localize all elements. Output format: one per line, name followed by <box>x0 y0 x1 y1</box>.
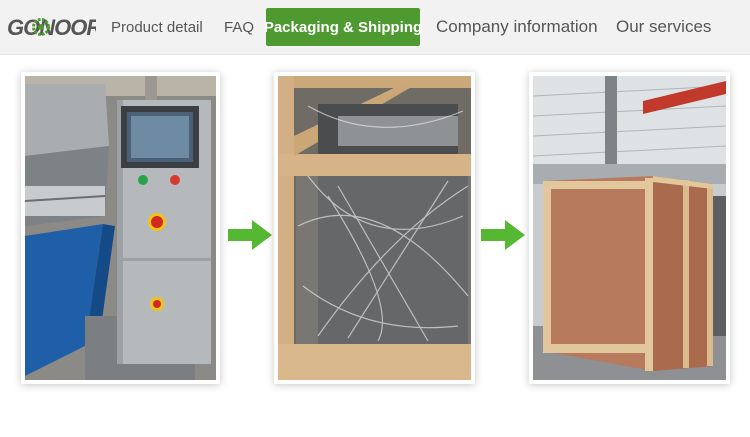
arrow-right-icon <box>228 220 272 250</box>
nav-our-services[interactable]: Our services <box>616 0 711 54</box>
step-card-machine <box>21 72 220 384</box>
nav-label: Our services <box>616 17 712 36</box>
nav-product-detail[interactable]: Product detail <box>111 0 203 54</box>
nav-label: Packaging & Shipping <box>263 18 423 36</box>
nav-faq[interactable]: FAQ <box>224 0 254 54</box>
nav-label: FAQ <box>224 18 255 36</box>
step-card-crate <box>529 72 730 384</box>
nav-packaging-shipping[interactable]: Packaging & Shipping <box>263 8 423 46</box>
nav-label: Product detail <box>111 18 203 36</box>
wooden-crate-photo <box>533 76 726 380</box>
gondor-logo[interactable]: GONOOR <box>6 12 96 42</box>
machine-photo <box>25 76 216 380</box>
film-wrapped-machine-photo <box>278 76 471 380</box>
nav-label: Company information <box>436 17 598 36</box>
top-navigation-bar: GONOOR Product detail FAQ Packaging & Sh… <box>0 0 750 55</box>
arrow-right-icon <box>481 220 525 250</box>
logo-gear-icon <box>32 18 50 36</box>
nav-company-information[interactable]: Company information <box>436 0 598 54</box>
logo-text: GONOOR <box>7 15 96 40</box>
step-card-wrapped <box>274 72 475 384</box>
